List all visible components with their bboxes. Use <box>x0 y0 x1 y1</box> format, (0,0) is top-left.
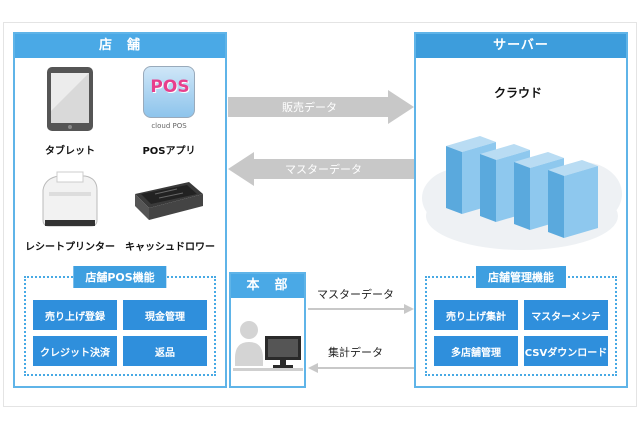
feature-sales-entry: 売り上げ登録 <box>33 300 117 330</box>
cloud-servers-icon <box>422 136 622 250</box>
tablet-icon <box>47 67 93 131</box>
store-management-features-title: 店舗管理機能 <box>476 266 566 288</box>
hq-box: 本 部 <box>229 272 306 388</box>
server-title: サーバー <box>416 34 626 58</box>
drawer-label: キャッシュドロワー <box>125 242 215 253</box>
hq-master-data-label: マスターデータ <box>317 288 394 301</box>
aggregate-data-label: 集計データ <box>328 346 383 359</box>
feature-credit-payment: クレジット決済 <box>33 336 117 366</box>
feature-cash-management: 現金管理 <box>123 300 207 330</box>
office-worker-icon <box>233 321 303 371</box>
pos-app-caption: cloud POS <box>151 122 187 130</box>
pos-app-icon: POS <box>143 66 195 118</box>
outer-frame <box>3 22 637 407</box>
master-data-arrow <box>228 152 414 186</box>
server-box: サーバー クラウド <box>414 32 628 388</box>
cash-drawer-icon <box>135 182 203 220</box>
hq-title: 本 部 <box>231 274 304 298</box>
aggregate-data-arrow <box>308 363 414 373</box>
pos-app-logo: POS <box>150 77 190 97</box>
feature-returns: 返品 <box>123 336 207 366</box>
cloud-label: クラウド <box>494 86 543 100</box>
hq-master-data-arrow <box>308 304 414 314</box>
store-title: 店 舗 <box>15 34 225 58</box>
feature-multi-store: 多店舗管理 <box>434 336 518 366</box>
sales-data-arrow <box>228 90 414 124</box>
store-box: 店 舗 タブレット POS cloud POS POSアプリ レシートプリンター <box>13 32 227 388</box>
receipt-printer-icon <box>42 171 98 227</box>
store-management-features-panel: 店舗管理機能 売り上げ集計 マスターメンテ 多店舗管理 CSVダウンロード <box>425 266 617 376</box>
feature-sales-aggregation: 売り上げ集計 <box>434 300 518 330</box>
pos-app-label: POSアプリ <box>142 146 196 157</box>
feature-csv-download: CSVダウンロード <box>524 336 608 366</box>
tablet-label: タブレット <box>45 146 95 157</box>
store-pos-features-panel: 店舗POS機能 売り上げ登録 現金管理 クレジット決済 返品 <box>24 266 216 376</box>
master-data-top-label: マスターデータ <box>285 163 362 176</box>
store-pos-features-title: 店舗POS機能 <box>73 266 167 288</box>
printer-label: レシートプリンター <box>25 242 115 253</box>
sales-data-label: 販売データ <box>282 101 337 114</box>
feature-master-maintenance: マスターメンテ <box>524 300 608 330</box>
